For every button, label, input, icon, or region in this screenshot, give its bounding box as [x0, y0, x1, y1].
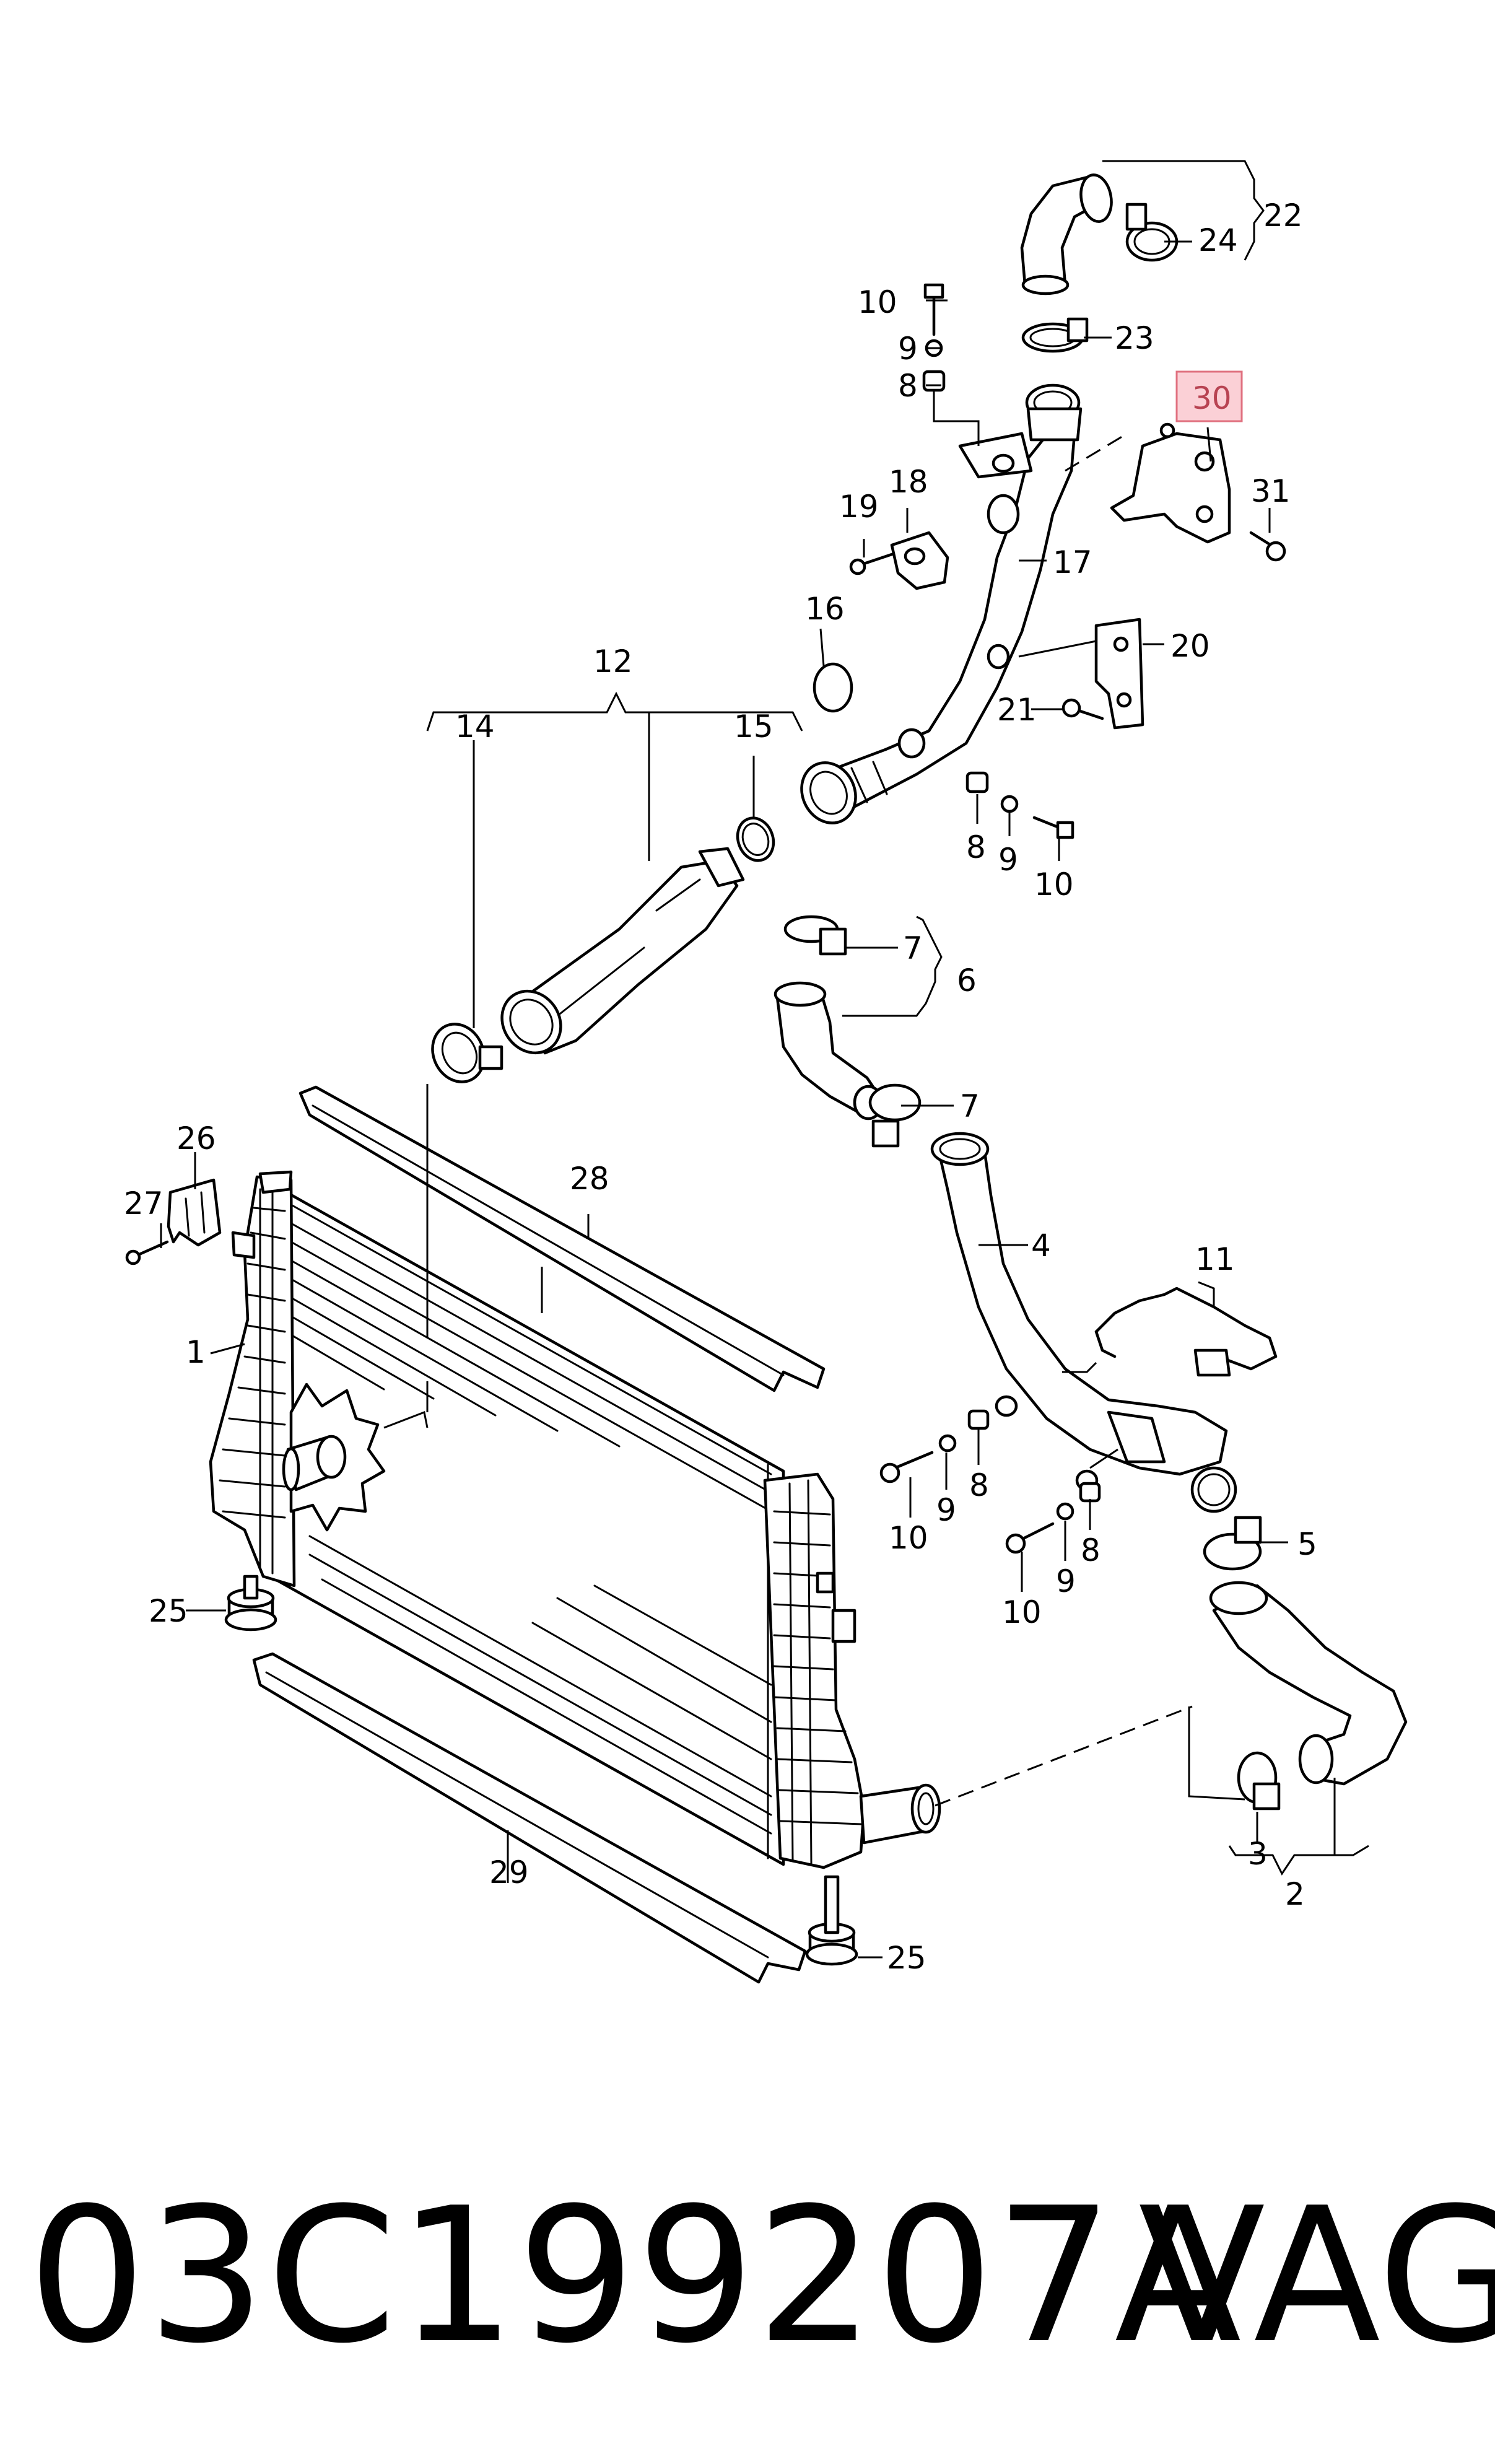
callout-18: 18: [889, 464, 928, 500]
callout-9-lower-1: 9: [936, 1492, 956, 1528]
callout-31: 31: [1251, 473, 1291, 509]
callout-17: 17: [1053, 544, 1092, 580]
callout-28: 28: [570, 1161, 609, 1197]
charge-air-hose-2: [1209, 1581, 1408, 1786]
callout-27: 27: [124, 1186, 163, 1221]
upper-air-guide-28: [299, 1085, 826, 1392]
hose-clamp-5: [1203, 1516, 1262, 1571]
callout-15: 15: [734, 709, 774, 745]
callout-8-top: 8: [898, 368, 918, 404]
hose-clamp-23: [1021, 317, 1089, 353]
callout-25-left: 25: [149, 1593, 188, 1629]
screw-31: [1249, 531, 1286, 562]
bracket-18: [890, 531, 949, 590]
highlight-box-30: [1175, 370, 1243, 422]
callout-8-lower-2: 8: [1081, 1532, 1101, 1568]
callout-26: 26: [177, 1121, 216, 1156]
callout-10-lower-1: 10: [889, 1520, 928, 1556]
callout-9-top: 9: [898, 331, 918, 367]
callout-8-lower-1: 8: [969, 1467, 989, 1503]
elbow-hose-22: [1020, 173, 1113, 295]
rubber-mount-25-right: [805, 1875, 858, 1966]
intercooler-core: [274, 1184, 785, 1866]
callout-14: 14: [455, 709, 495, 745]
callout-25-right: 25: [887, 1940, 926, 1976]
fastener-set-middle: [965, 771, 1074, 839]
charge-air-pipe-4: [930, 1132, 1237, 1513]
callout-24: 24: [1198, 222, 1238, 258]
hose-clamp-7-upper: [783, 915, 847, 956]
callout-labels: 22 24 23 10 9 8 30 31 19 18 17 16 20 21 …: [124, 198, 1317, 1976]
part-number-caption: 03C199207A: [28, 2168, 1243, 2384]
callout-4: 4: [1031, 1228, 1051, 1264]
callout-9-mid: 9: [998, 842, 1018, 878]
left-end-tank: [209, 1170, 296, 1588]
callout-3: 3: [1248, 1836, 1268, 1872]
callout-2: 2: [1285, 1876, 1305, 1912]
rubber-mount-25-left: [224, 1575, 277, 1632]
charge-air-hose-12: [500, 847, 745, 1055]
brand-caption: VAG: [1138, 2168, 1495, 2384]
callout-21: 21: [997, 692, 1037, 728]
charge-air-pipe-17: [800, 383, 1083, 824]
screw-19: [849, 553, 894, 575]
callout-7-bottom: 7: [960, 1088, 980, 1124]
bracket-30-highlighted-part: [1110, 422, 1231, 544]
callout-22: 22: [1263, 198, 1303, 234]
callout-7-top: 7: [903, 930, 923, 966]
bracket-20: [1094, 618, 1144, 730]
fastener-set-lower-1: [879, 1409, 990, 1483]
fastener-set-lower-2: [1005, 1482, 1101, 1554]
callout-1: 1: [186, 1334, 206, 1370]
callout-23: 23: [1115, 320, 1154, 356]
hose-clamp-14: [431, 1023, 503, 1083]
hose-clamp-7-lower: [868, 1083, 922, 1148]
hose-clamp-3: [1237, 1751, 1281, 1811]
callout-10-mid: 10: [1034, 867, 1074, 902]
callout-10-top: 10: [858, 284, 897, 320]
callout-5: 5: [1297, 1526, 1317, 1562]
callout-30: 30: [1192, 380, 1232, 416]
intercooler-outlet-stub: [859, 1783, 941, 1845]
callout-20: 20: [1170, 628, 1210, 664]
callout-10-lower-2: 10: [1002, 1594, 1042, 1630]
lower-air-guide-29: [252, 1652, 807, 1984]
callout-11: 11: [1195, 1241, 1235, 1277]
o-ring-15: [736, 816, 775, 862]
o-ring-16: [813, 662, 853, 713]
bracket-11: [1094, 1287, 1278, 1377]
hose-clamp-24: [1125, 203, 1179, 262]
screw-27: [125, 1240, 169, 1265]
right-end-tank: [763, 1472, 866, 1869]
callout-29: 29: [489, 1855, 529, 1890]
screw-21: [1061, 698, 1104, 720]
bracket-26: [167, 1178, 222, 1247]
charge-air-hose-6: [774, 981, 884, 1121]
callout-6: 6: [957, 963, 977, 998]
leader-lines: [160, 160, 1369, 1959]
callout-8-mid: 8: [966, 829, 986, 865]
callout-12: 12: [593, 644, 633, 679]
intercooler-inlet-stub: [282, 1383, 386, 1532]
callout-19: 19: [839, 489, 879, 525]
callout-16: 16: [805, 591, 845, 627]
callout-9-lower-2: 9: [1056, 1563, 1076, 1599]
